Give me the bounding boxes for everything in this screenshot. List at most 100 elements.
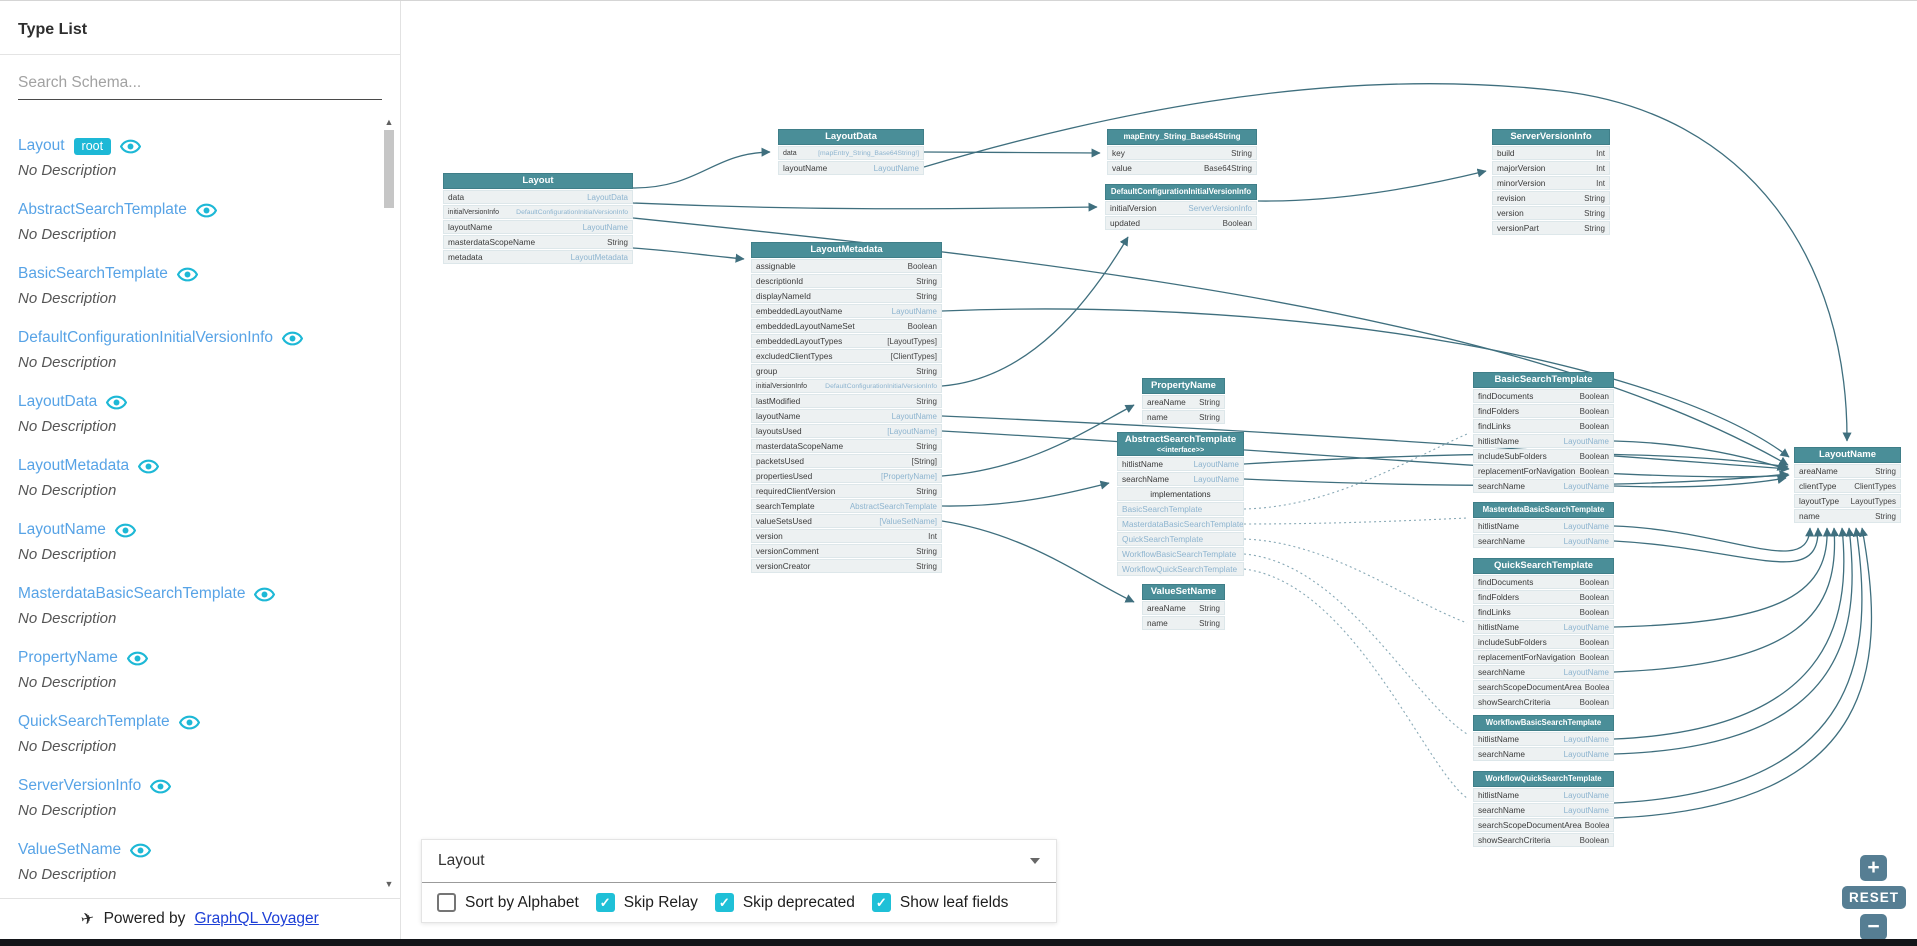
node-title[interactable]: WorkflowQuickSearchTemplate xyxy=(1473,771,1614,787)
field-type[interactable]: LayoutName xyxy=(1563,521,1609,531)
type-list-item[interactable]: LayoutName No Description xyxy=(18,521,378,563)
field-type[interactable]: LayoutName xyxy=(873,163,919,173)
field-type[interactable]: LayoutName xyxy=(1563,481,1609,491)
node-title[interactable]: PropertyName xyxy=(1142,378,1225,394)
type-name[interactable]: LayoutData xyxy=(18,393,98,410)
sidebar-scrollbar[interactable]: ▲ ▼ xyxy=(382,114,396,889)
node-title[interactable]: Layout xyxy=(443,173,633,189)
node-title[interactable]: ValueSetName xyxy=(1142,584,1225,600)
checkbox-icon[interactable] xyxy=(437,893,456,912)
scroll-down-icon[interactable]: ▼ xyxy=(384,879,394,889)
type-name[interactable]: MasterdataBasicSearchTemplate xyxy=(18,585,246,602)
field-type[interactable]: LayoutName xyxy=(1563,436,1609,446)
field-type[interactable]: LayoutMetadata xyxy=(570,252,628,262)
filter-checkbox[interactable]: ✓ Skip Relay xyxy=(595,893,698,912)
type-name[interactable]: LayoutMetadata xyxy=(18,457,130,474)
node-title[interactable]: ServerVersionInfo xyxy=(1492,129,1610,145)
field-type[interactable]: LayoutName xyxy=(1563,536,1609,546)
field-row[interactable]: excludedClientTypes[ClientTypes] xyxy=(751,349,942,363)
implementation-row[interactable]: MasterdataBasicSearchTemplate xyxy=(1117,517,1244,531)
node-title[interactable]: LayoutName xyxy=(1794,447,1901,463)
type-list-item[interactable]: MasterdataBasicSearchTemplate No Descrip… xyxy=(18,585,378,627)
checkbox-icon[interactable]: ✓ xyxy=(871,893,891,912)
implementation-row[interactable]: WorkflowQuickSearchTemplate xyxy=(1117,562,1244,576)
zoom-in-button[interactable]: + xyxy=(1860,855,1887,881)
graphql-voyager-link[interactable]: GraphQL Voyager xyxy=(194,910,319,927)
type-list-item[interactable]: QuickSearchTemplate No Description xyxy=(18,713,378,755)
field-row[interactable]: layoutsUsed[LayoutName] xyxy=(751,424,942,438)
field-type[interactable]: [LayoutName] xyxy=(887,426,937,436)
zoom-reset-button[interactable]: RESET xyxy=(1842,886,1906,909)
node-title[interactable]: DefaultConfigurationInitialVersionInfo xyxy=(1105,184,1257,200)
scroll-up-icon[interactable]: ▲ xyxy=(384,117,394,127)
type-list-item[interactable]: PropertyName No Description xyxy=(18,649,378,691)
field-type[interactable]: [ValueSetName] xyxy=(879,516,937,526)
type-list-item[interactable]: ServerVersionInfo No Description xyxy=(18,777,378,819)
field-type[interactable]: LayoutName xyxy=(1563,734,1609,744)
eye-icon[interactable] xyxy=(120,139,142,154)
field-row[interactable]: packetsUsed[String] xyxy=(751,454,942,468)
filter-checkbox[interactable]: ✓ Show leaf fields xyxy=(871,893,1008,912)
field-type[interactable]: [mapEntry_String_Base64String!] xyxy=(818,149,919,157)
eye-icon[interactable] xyxy=(282,331,304,346)
field-type[interactable]: AbstractSearchTemplate xyxy=(849,501,937,511)
field-row[interactable]: valueSetsUsed[ValueSetName] xyxy=(751,514,942,528)
type-name[interactable]: ServerVersionInfo xyxy=(18,777,142,794)
node-title[interactable]: AbstractSearchTemplate<<interface>> xyxy=(1117,432,1244,456)
node-title[interactable]: MasterdataBasicSearchTemplate xyxy=(1473,502,1614,518)
type-list-item[interactable]: Layout root No Description xyxy=(18,137,378,179)
root-type-dropdown[interactable]: Layout xyxy=(422,840,1056,883)
field-row[interactable]: searchScopeDocumentAreaBoolean xyxy=(1473,680,1614,694)
field-type[interactable]: ServerVersionInfo xyxy=(1188,203,1252,213)
field-type[interactable]: LayoutName xyxy=(891,411,937,421)
field-type[interactable]: DefaultConfigurationInitialVersionInfo xyxy=(516,208,628,216)
node-title[interactable]: QuickSearchTemplate xyxy=(1473,558,1614,574)
field-row[interactable]: propertiesUsed[PropertyName] xyxy=(751,469,942,483)
type-name[interactable]: BasicSearchTemplate xyxy=(18,265,168,282)
field-type[interactable]: LayoutName xyxy=(1563,667,1609,677)
eye-icon[interactable] xyxy=(126,651,148,666)
field-row[interactable]: searchScopeDocumentAreaBoolean xyxy=(1473,818,1614,832)
type-name[interactable]: LayoutName xyxy=(18,521,106,538)
eye-icon[interactable] xyxy=(106,395,128,410)
field-type[interactable]: LayoutName xyxy=(1563,805,1609,815)
field-type[interactable]: LayoutName xyxy=(891,306,937,316)
eye-icon[interactable] xyxy=(150,779,172,794)
field-type[interactable]: LayoutName xyxy=(1193,474,1239,484)
